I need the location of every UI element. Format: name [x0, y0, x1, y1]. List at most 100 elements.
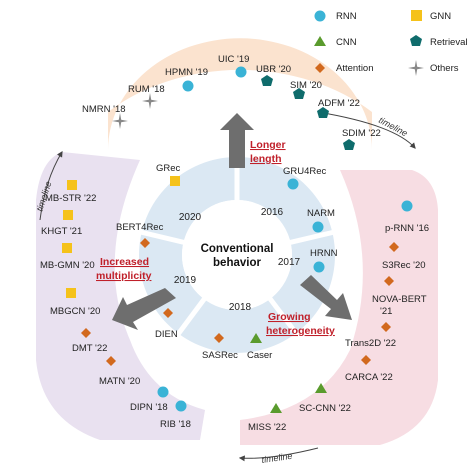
timeline-arc-top	[317, 111, 416, 149]
gnn-icon	[67, 180, 77, 190]
rnn-icon	[157, 386, 169, 398]
legend-cnn-label: CNN	[336, 37, 357, 48]
legend-rnn-icon	[314, 10, 326, 22]
cnn-icon	[250, 333, 262, 343]
model-gru4rec: GRU4Rec	[283, 166, 327, 177]
model-mbgmn: MB-GMN '20	[40, 260, 95, 271]
attention-icon	[361, 355, 371, 365]
timeline-arc-bottom	[238, 447, 319, 462]
retrieval-icon	[317, 107, 329, 118]
attention-icon	[81, 328, 91, 338]
label-length: length	[250, 153, 282, 165]
rnn-icon	[287, 178, 299, 190]
model-matn: MATN '20	[99, 376, 140, 387]
legend-others-label: Others	[430, 63, 459, 74]
gnn-icon	[66, 288, 76, 298]
model-adfm: ADFM '22	[318, 98, 360, 109]
model-uic: UIC '19	[218, 54, 249, 65]
gnn-icon	[170, 176, 180, 186]
others-icon	[142, 93, 158, 109]
model-ubr: UBR '20	[256, 64, 291, 75]
model-grec: GRec	[156, 163, 181, 174]
legend-gnn-label: GNN	[430, 11, 451, 22]
year-2017: 2017	[278, 257, 301, 268]
model-rum: RUM '18	[128, 84, 165, 95]
gnn-icon	[63, 210, 73, 220]
legend-attention-icon	[315, 63, 325, 73]
year-2018: 2018	[229, 302, 252, 313]
model-sim: SIM '20	[290, 80, 322, 91]
label-growing: Growing	[268, 311, 311, 323]
rnn-icon	[235, 66, 247, 78]
model-dien: DIEN	[155, 329, 178, 340]
legend-gnn-icon	[411, 10, 422, 21]
model-novabert-line1: NOVA-BERT	[372, 294, 427, 305]
attention-icon	[389, 242, 399, 252]
arrow-longer-length	[220, 113, 254, 168]
legend: RNN GNN CNN Retrieval Attention Others	[314, 10, 468, 76]
model-mbgcn: MBGCN '20	[50, 306, 100, 317]
year-2016: 2016	[261, 207, 284, 218]
rnn-icon	[313, 261, 325, 273]
model-sccnn: SC-CNN '22	[299, 403, 351, 414]
attention-icon	[140, 238, 150, 248]
model-dmt: DMT '22	[72, 343, 107, 354]
models-inner: GRec GRU4Rec NARM HRNN BERT4Rec DIEN SAS…	[116, 163, 338, 361]
rnn-icon	[312, 221, 324, 233]
model-rib: RIB '18	[160, 419, 191, 430]
models-right: p-RNN '16 S3Rec '20 NOVA-BERT '21 Trans2…	[248, 200, 429, 433]
attention-icon	[163, 308, 173, 318]
models-top: NMRN '18 RUM '18 HPMN '19 UIC '19 UBR '2…	[82, 54, 381, 150]
legend-cnn-icon	[314, 36, 326, 46]
timeline-arc-left	[39, 150, 63, 221]
arrow-growing-heterogeneity	[300, 275, 352, 320]
model-hrnn: HRNN	[310, 248, 338, 259]
legend-rnn-label: RNN	[336, 11, 357, 22]
legend-retrieval-icon	[410, 35, 422, 46]
label-multiplicity: multiplicity	[96, 270, 152, 282]
center-title-line2: behavior	[213, 257, 261, 269]
model-s3rec: S3Rec '20	[382, 260, 426, 271]
model-dipn: DIPN '18	[130, 402, 168, 413]
retrieval-icon	[293, 88, 305, 99]
cnn-icon	[270, 403, 282, 413]
increased-multiplicity-band	[36, 152, 205, 440]
attention-icon	[106, 356, 116, 366]
timeline-label-bottom: timeline	[261, 451, 293, 465]
legend-others-icon	[408, 60, 424, 76]
longer-length-band	[108, 38, 372, 150]
model-nmrn: NMRN '18	[82, 104, 126, 115]
rnn-icon	[182, 80, 194, 92]
model-miss: MISS '22	[248, 422, 286, 433]
rnn-icon	[401, 200, 413, 212]
model-carca: CARCA '22	[345, 372, 393, 383]
model-narm: NARM	[307, 208, 335, 219]
model-prnn: p-RNN '16	[385, 223, 429, 234]
growing-heterogeneity-band	[240, 170, 438, 445]
label-heterogeneity: heterogeneity	[266, 325, 335, 337]
model-trans2d: Trans2D '22	[345, 338, 396, 349]
model-khgt: KHGT '21	[41, 226, 82, 237]
model-mbstr: MB-STR '22	[45, 193, 96, 204]
arrow-increased-multiplicity	[112, 288, 176, 330]
rnn-icon	[175, 400, 187, 412]
timeline-label-top: timeline	[377, 115, 409, 138]
model-caser: Caser	[247, 350, 272, 361]
retrieval-icon	[343, 139, 355, 150]
model-bert4rec: BERT4Rec	[116, 222, 164, 233]
models-left: MB-STR '22 KHGT '21 MB-GMN '20 MBGCN '20…	[40, 180, 191, 430]
year-2019: 2019	[174, 275, 197, 286]
year-2020: 2020	[179, 212, 202, 223]
retrieval-icon	[261, 75, 273, 86]
legend-attention-label: Attention	[336, 63, 374, 74]
label-longer: Longer	[250, 139, 286, 151]
model-novabert-line2: '21	[380, 306, 392, 317]
model-sdim: SDIM '22	[342, 128, 381, 139]
cnn-icon	[315, 383, 327, 393]
model-hpmn: HPMN '19	[165, 67, 208, 78]
label-increased: Increased	[100, 256, 149, 268]
model-sasrec: SASRec	[202, 350, 238, 361]
attention-icon	[214, 333, 224, 343]
legend-retrieval-label: Retrieval	[430, 37, 468, 48]
